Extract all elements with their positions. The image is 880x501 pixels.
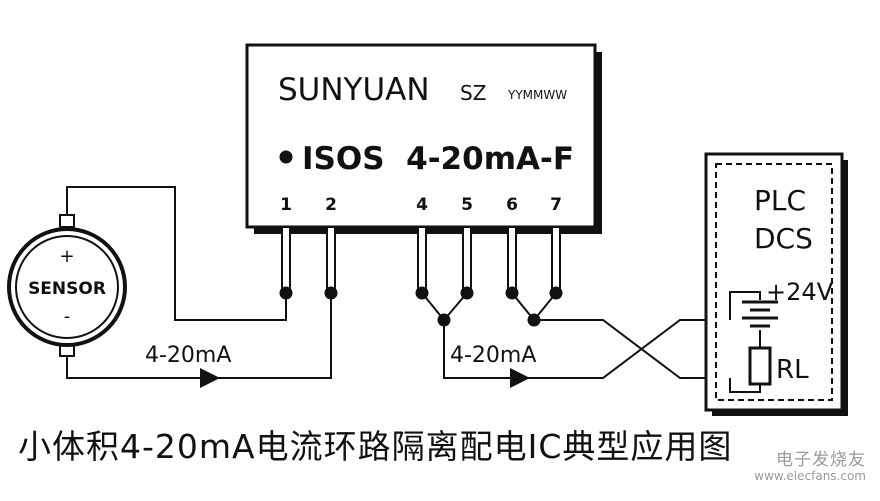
controller-line2: DCS: [754, 222, 813, 255]
pin45-merge-junction: [437, 313, 451, 327]
pin2-junction: [324, 286, 338, 300]
pin-label-1: 1: [280, 195, 292, 215]
controller-line1: PLC: [754, 184, 806, 217]
wire-load-return: [729, 378, 761, 393]
watermark-name: 电子发烧友: [776, 450, 866, 470]
pin4-junction: [415, 286, 429, 300]
battery-icon: [742, 300, 778, 328]
module-brand: SUNYUAN: [278, 72, 430, 108]
controller: PLC DCS +24V RL: [704, 152, 848, 416]
pin1-junction: [279, 286, 293, 300]
input-current-label: 4-20mA: [145, 343, 231, 368]
pin-lead-1: [281, 226, 291, 294]
sensor-label: SENSOR: [28, 279, 106, 299]
pin1-dot-icon: [279, 150, 293, 164]
isolator-module: SUNYUAN SZ YYMMWW ISOS 4-20mA-F 1 2 4 5 …: [245, 43, 602, 234]
load-resistor-icon: [748, 346, 772, 386]
controller-internal-wiring: [729, 291, 761, 393]
pin-lead-2: [326, 226, 336, 294]
pin-leads: [281, 226, 561, 294]
pin7-junction: [549, 286, 563, 300]
pin-label-4: 4: [416, 195, 428, 215]
module-part-number: ISOS 4-20mA-F: [302, 141, 574, 177]
pin-label-5: 5: [461, 195, 473, 215]
pin-lead-4: [417, 226, 427, 294]
watermark-url: www.elecfans.com: [754, 469, 866, 483]
controller-supply-label: +24V: [766, 278, 834, 306]
sensor-top-terminal: [59, 214, 75, 228]
wire-supply-path: [729, 291, 761, 320]
controller-body: [704, 152, 844, 412]
sensor-plus: +: [59, 246, 74, 267]
pin6-junction: [505, 286, 519, 300]
diagram-caption: 小体积4-20mA电流环路隔离配电IC典型应用图: [18, 427, 733, 466]
pin5-junction: [460, 286, 474, 300]
wire-pin67-to-supply: [534, 319, 730, 379]
sensor-inner-ring: [15, 235, 119, 339]
controller-load-label: RL: [776, 355, 809, 385]
pin-label-6: 6: [506, 195, 518, 215]
module-date-code: YYMMWW: [507, 88, 567, 102]
pin-label-7: 7: [550, 195, 562, 215]
controller-dashed-boundary: [715, 163, 833, 401]
watermark: 电子发烧友 www.elecfans.com: [754, 452, 866, 484]
wire-pin45-to-load: [443, 319, 730, 379]
pin-lead-6: [507, 226, 517, 294]
sensor-minus: -: [64, 306, 71, 327]
module-brand-suffix: SZ: [460, 81, 486, 105]
sensor: + SENSOR -: [7, 214, 127, 357]
pin67-merge-junction: [527, 313, 541, 327]
wire-sensor-plus-to-pin1: [66, 186, 287, 321]
output-current-label: 4-20mA: [450, 343, 536, 368]
pin-label-2: 2: [325, 195, 337, 215]
input-loop-wiring: [66, 186, 332, 388]
pin-lead-5: [462, 226, 472, 294]
module-body: [245, 43, 597, 229]
pin-lead-7: [551, 226, 561, 294]
